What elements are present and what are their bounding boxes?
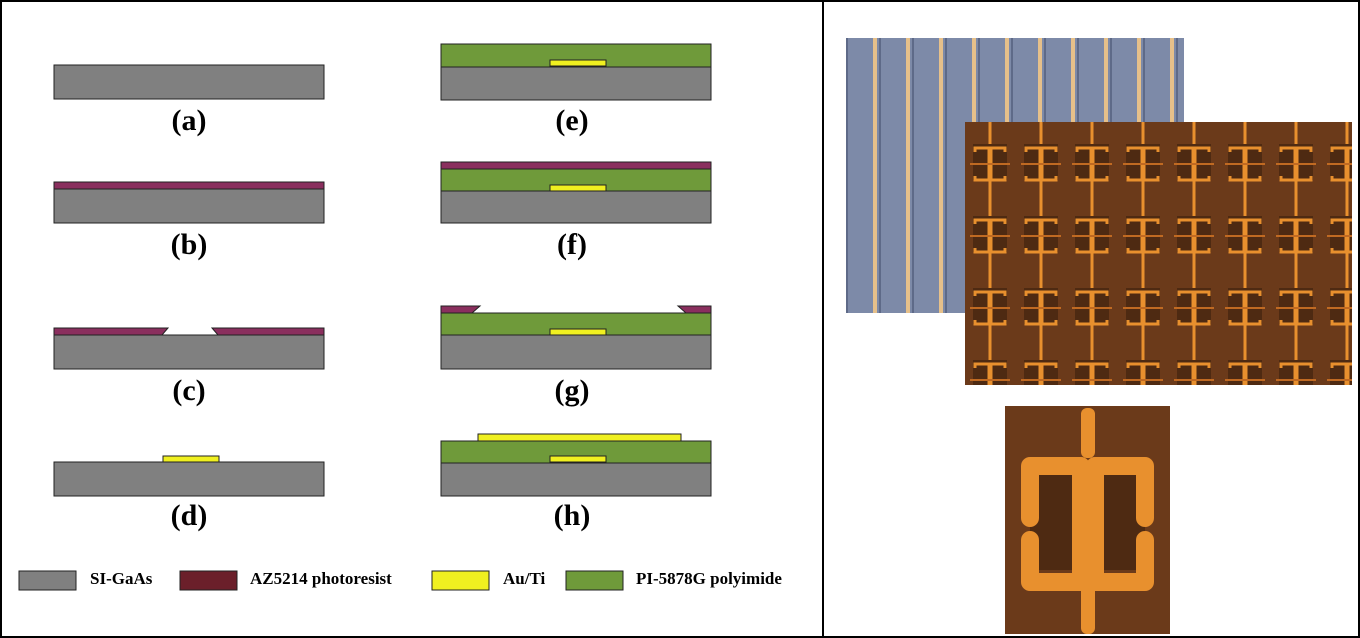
step-g: (g) (440, 305, 712, 407)
step-g-label: (g) (555, 374, 590, 407)
right-panel-frame (822, 0, 1360, 638)
step-b-label: (b) (171, 228, 208, 261)
legend-label-photoresist: AZ5214 photoresist (250, 569, 392, 588)
legend-label-gold: Au/Ti (503, 569, 545, 588)
legend-swatch-polyimide (565, 570, 624, 591)
legend-label-polyimide: PI-5878G polyimide (636, 569, 782, 588)
step-a: (a) (53, 64, 325, 137)
step-e-label: (e) (555, 104, 588, 137)
metamaterial-array-photo (965, 122, 1352, 385)
step-f: (f) (440, 161, 712, 261)
step-d: (d) (53, 455, 325, 532)
legend-label-gaas: SI-GaAs (90, 569, 153, 588)
step-d-label: (d) (171, 499, 208, 532)
step-f-label: (f) (557, 228, 587, 261)
step-c-label: (c) (172, 374, 205, 407)
single-resonator-closeup-photo (1005, 406, 1170, 634)
legend-swatch-photoresist (179, 570, 238, 591)
legend: SI-GaAs AZ5214 photoresist Au/Ti PI-5878… (18, 569, 782, 591)
legend-swatch-gaas (18, 570, 77, 591)
step-a-label: (a) (172, 104, 207, 137)
step-h-label: (h) (554, 499, 591, 532)
step-h: (h) (440, 433, 712, 532)
step-c: (c) (53, 327, 325, 407)
legend-swatch-gold (431, 570, 490, 591)
step-b: (b) (53, 181, 325, 261)
step-e: (e) (440, 43, 712, 137)
